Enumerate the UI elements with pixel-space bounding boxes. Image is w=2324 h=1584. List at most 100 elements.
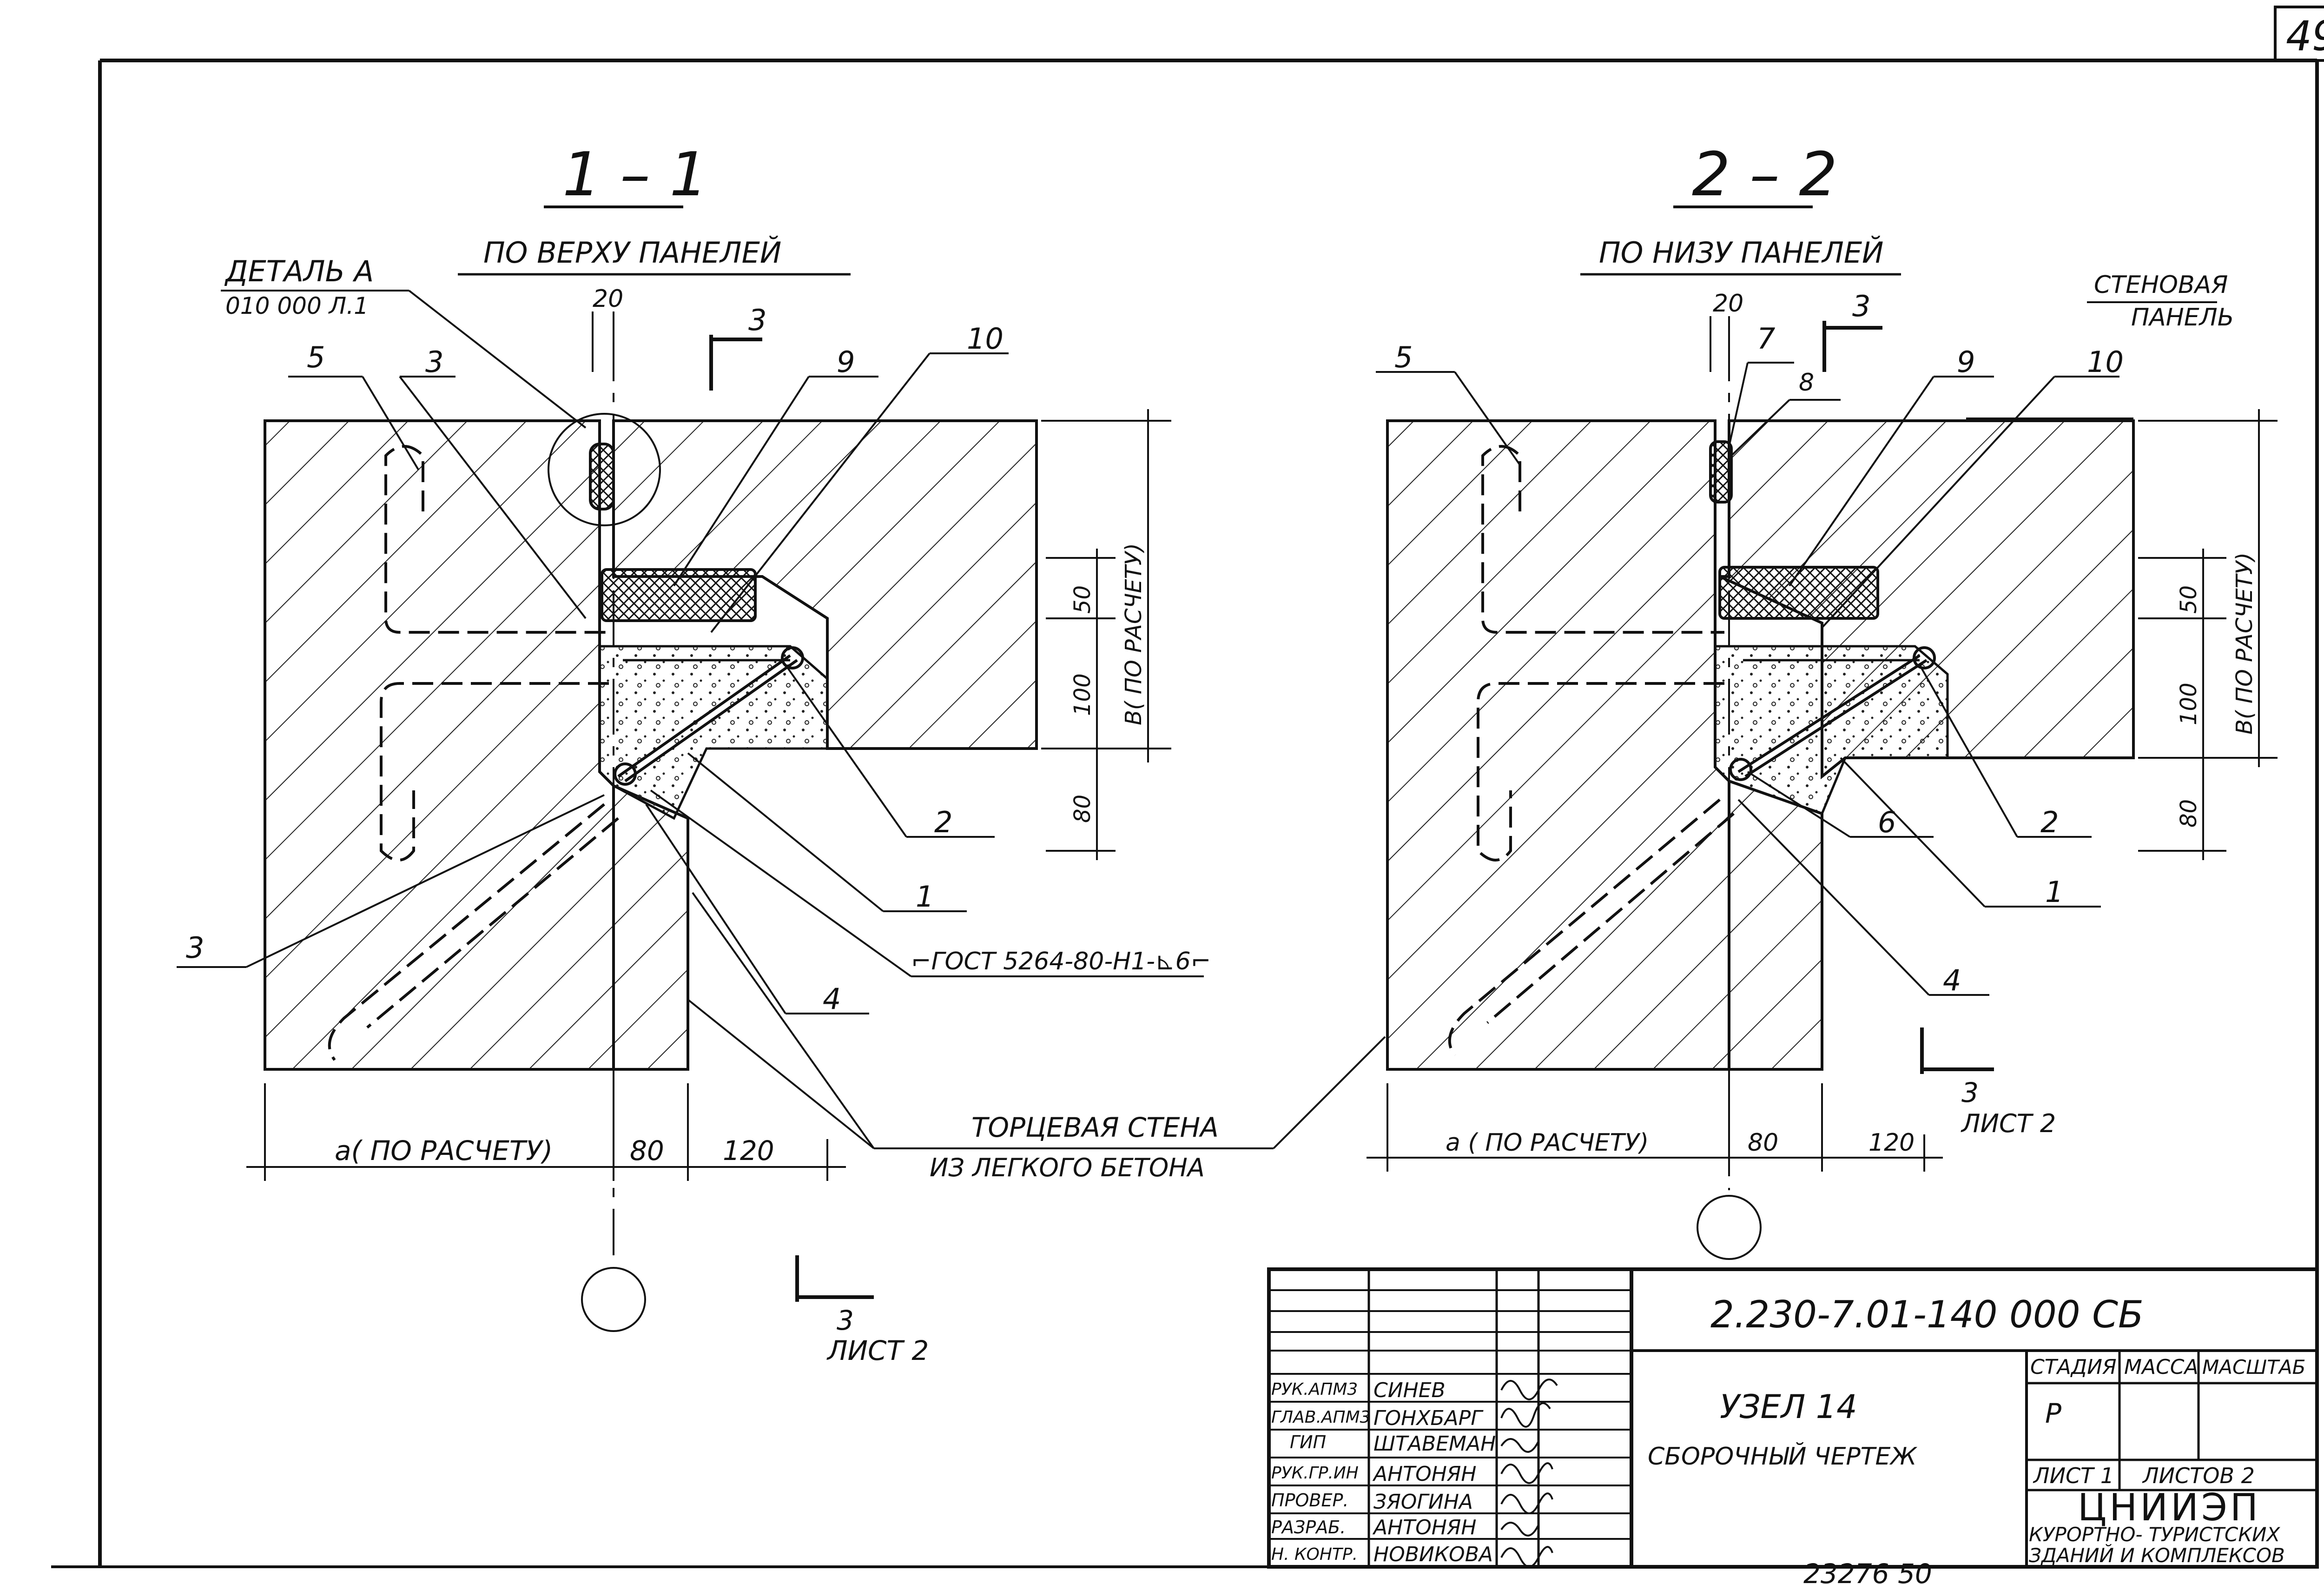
staff-role: ПРОВЕР. xyxy=(1271,1490,1348,1511)
section-1-callout-9: 9 xyxy=(837,345,855,379)
section-1-callout-4: 4 xyxy=(823,982,841,1016)
stage-header: СТАДИЯ xyxy=(2030,1355,2117,1379)
section-2-sealant xyxy=(1709,440,1733,504)
staff-name: ГОНХБАРГ xyxy=(1373,1406,1484,1430)
section-1-cut-label-bottom: 3 xyxy=(837,1305,854,1336)
section-1-rebar xyxy=(328,445,619,1061)
section-2-insulation xyxy=(1718,566,1879,620)
section-2-dim-b: В( ПО РАСЧЕТУ) xyxy=(2232,552,2258,735)
section-2-callout-5: 5 xyxy=(1394,340,1413,374)
section-2-callout-4: 4 xyxy=(1943,963,1961,997)
section-2-2: 2 – 2 ПО НИЗУ ПАНЕЛЕЙ СТЕНОВАЯ ПАНЕЛЬ 20… xyxy=(1367,139,2278,1260)
section-2-callout-6: 6 xyxy=(1878,805,1896,839)
section-2-concrete-fill xyxy=(1714,645,1949,815)
section-2-subtitle: ПО НИЗУ ПАНЕЛЕЙ xyxy=(1599,235,1883,270)
section-2-cut-mark-top xyxy=(1822,321,1882,372)
drawing-type: СБОРОЧНЫЙ ЧЕРТЕЖ xyxy=(1648,1442,1917,1471)
section-1-subtitle: ПО ВЕРХУ ПАНЕЛЕЙ xyxy=(483,235,781,270)
end-wall-label-2: ИЗ ЛЕГКОГО БЕТОНА xyxy=(930,1153,1205,1182)
staff-role: ГЛАВ.АПМ3 xyxy=(1271,1408,1371,1427)
section-1-callout-10: 10 xyxy=(967,322,1004,356)
section-2-axis xyxy=(1697,325,1762,1260)
section-1-dim-vertical xyxy=(1041,409,1171,860)
section-1-insulation xyxy=(601,568,757,622)
section-2-cut-label-bottom: 3 xyxy=(1961,1077,1979,1108)
section-2-cut-mark-bottom xyxy=(1920,1027,1994,1074)
section-1-callout-2: 2 xyxy=(934,805,952,839)
section-2-title: 2 – 2 xyxy=(1692,139,1837,210)
section-2-rebar xyxy=(1448,445,1735,1056)
section-1-callout-3-left: 3 xyxy=(186,931,204,965)
section-2-steel-tie xyxy=(1729,646,1936,781)
mass-header: МАССА xyxy=(2124,1355,2199,1379)
section-1-cut-mark-bottom xyxy=(795,1255,874,1302)
staff-name: АНТОНЯН xyxy=(1372,1516,1476,1539)
end-wall-label-1: ТОРЦЕВАЯ СТЕНА xyxy=(971,1112,1219,1143)
section-1-dim-a: а( ПО РАСЧЕТУ) xyxy=(335,1135,553,1166)
detail-a-ref: 010 000 Л.1 xyxy=(225,292,369,319)
section-2-dim-100: 100 xyxy=(2176,683,2202,725)
section-2-dim-gap: 20 xyxy=(1713,290,1743,318)
section-1-dim-gap: 20 xyxy=(593,285,623,313)
section-1-left-panel xyxy=(264,419,615,1071)
section-1-title: 1 – 1 xyxy=(562,139,708,210)
staff-name: АНТОНЯН xyxy=(1372,1462,1476,1486)
section-1-cut-label-top: 3 xyxy=(748,303,766,337)
signatures xyxy=(1500,1379,1558,1568)
node-title: УЗЕЛ 14 xyxy=(1720,1388,1857,1426)
staff-role: РУК.ГР.ИН xyxy=(1271,1464,1359,1483)
section-1-callout-3-top: 3 xyxy=(425,345,443,379)
section-1-callout-1: 1 xyxy=(916,880,934,914)
section-2-callout-8: 8 xyxy=(1799,369,1814,397)
scale-header: МАСШТАБ xyxy=(2202,1356,2305,1379)
section-1-cut-mark-top xyxy=(709,335,762,391)
title-block xyxy=(1267,1267,2319,1569)
stage-value: Р xyxy=(2045,1398,2061,1429)
staff-role: Н. КОНТР. xyxy=(1271,1545,1358,1564)
section-1-dim-bottom-80: 80 xyxy=(630,1135,664,1166)
section-2-dim-vertical xyxy=(2138,409,2278,860)
section-2-callout-2: 2 xyxy=(2040,805,2059,839)
section-1-steel-tie xyxy=(614,646,804,786)
section-2-left-panel xyxy=(1386,419,1730,1071)
footer-number: 23276 50 xyxy=(1803,1558,1932,1584)
section-1-sealant xyxy=(589,443,615,510)
section-2-callout-7: 7 xyxy=(1757,322,1775,356)
staff-name: ШТАВЕМАН xyxy=(1373,1432,1496,1456)
staff-role: ГИП xyxy=(1290,1432,1326,1452)
staff-role: РУК.АПМ3 xyxy=(1271,1380,1358,1399)
section-2-dim-bottom-80: 80 xyxy=(1748,1129,1778,1157)
section-2-wall-panel-label-2: ПАНЕЛЬ xyxy=(2131,304,2234,331)
org-name: ЦНИИЭП xyxy=(2078,1486,2261,1529)
section-1-leaders xyxy=(177,352,1204,1014)
detail-a-circle xyxy=(548,413,661,526)
section-2-dim-50: 50 xyxy=(2176,585,2202,614)
section-2-callout-10: 10 xyxy=(2087,345,2124,379)
section-1-1: 1 – 1 ПО ВЕРХУ ПАНЕЛЕЙ ДЕТАЛЬ А 010 000 … xyxy=(177,139,1211,1366)
section-1-end-wall xyxy=(612,783,689,1071)
section-2-dim-a: а ( ПО РАСЧЕТУ) xyxy=(1446,1129,1649,1157)
section-1-callout-5: 5 xyxy=(307,340,325,374)
section-2-cut-label-top: 3 xyxy=(1852,289,1870,323)
section-2-end-wall xyxy=(1728,779,1823,1071)
staff-name: НОВИКОВА xyxy=(1373,1543,1493,1566)
section-2-callout-1: 1 xyxy=(2045,875,2063,909)
section-1-dim-b: В( ПО РАСЧЕТУ) xyxy=(1121,543,1147,725)
staff-name: СИНЕВ xyxy=(1373,1379,1446,1402)
section-1-concrete-fill xyxy=(598,645,829,820)
doc-number: 2.230-7.01-140 000 СБ xyxy=(1710,1293,2144,1336)
section-1-sheet-ref: ЛИСТ 2 xyxy=(826,1335,929,1366)
detail-a-label: ДЕТАЛЬ А xyxy=(224,254,374,288)
section-1-dim-bottom-120: 120 xyxy=(723,1135,774,1166)
section-1-weld-note: ⌐ГОСТ 5264-80-Н1-⊾6⌐ xyxy=(911,948,1211,975)
section-2-dim-80: 80 xyxy=(2176,799,2202,828)
section-1-dim-80: 80 xyxy=(1070,795,1096,823)
section-1-dim-50: 50 xyxy=(1070,585,1096,614)
staff-name: ЗЯОГИНА xyxy=(1373,1490,1473,1514)
org-line-1: КУРОРТНО- ТУРИСТСКИХ xyxy=(2029,1523,2280,1546)
end-wall-leaders xyxy=(687,892,1386,1149)
page-number: 49 xyxy=(2286,12,2324,60)
sheets-label: ЛИСТОВ 2 xyxy=(2142,1463,2255,1488)
staff-role: РАЗРАБ. xyxy=(1271,1517,1346,1538)
